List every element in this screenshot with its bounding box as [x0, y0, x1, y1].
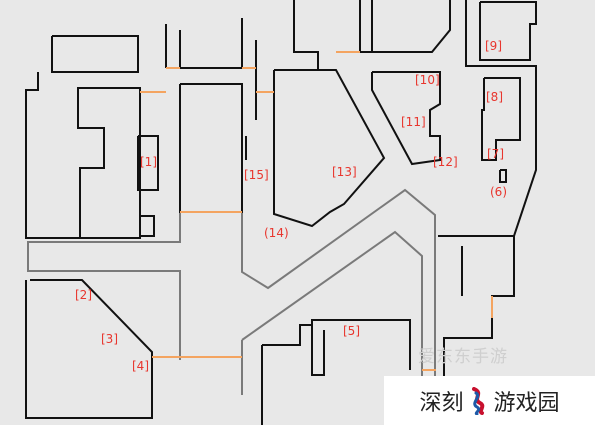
site-watermark: 深刻 游戏园 — [384, 376, 595, 425]
building-5 — [262, 319, 411, 370]
faint-watermark: 爱东东手游 — [418, 347, 508, 367]
road-network — [27, 92, 436, 395]
label-5: [5] — [343, 324, 360, 338]
label-7: [7] — [487, 147, 504, 161]
road-outer-left — [27, 210, 181, 360]
doorways — [140, 51, 493, 371]
label-12: [12] — [433, 155, 458, 169]
label-14: (14) — [264, 226, 289, 240]
building-top-left-block — [51, 35, 139, 73]
label-13: [13] — [332, 165, 357, 179]
label-2: [2] — [75, 288, 92, 302]
label-10: [10] — [415, 73, 440, 87]
building-walls — [25, 0, 537, 425]
building-1-small — [139, 215, 155, 237]
building-top-center-right — [359, 0, 373, 53]
building-top-center — [293, 0, 336, 71]
room-labels: [1] [2] [3] [4] [5] (6) [7] [8] [9] [10]… — [75, 39, 507, 373]
road-vertical-mid — [241, 92, 436, 395]
building-9 — [479, 1, 537, 61]
label-15: [15] — [244, 168, 269, 182]
label-6: (6) — [490, 185, 507, 199]
building-mid-left — [179, 83, 243, 213]
building-left-large — [25, 72, 141, 239]
road-diagonal-lower — [241, 230, 423, 395]
building-13 — [273, 69, 386, 228]
label-3: [3] — [101, 332, 118, 346]
label-9: [9] — [485, 39, 502, 53]
watermark-text-right: 游戏园 — [493, 390, 560, 416]
building-right-frame — [438, 0, 537, 237]
watermark-logo-icon — [471, 386, 484, 415]
building-8 — [481, 77, 521, 161]
building-top-right-center — [372, 0, 451, 53]
building-1 — [137, 135, 159, 191]
label-1: [1] — [140, 155, 157, 169]
building-5-inner — [311, 320, 325, 376]
building-2-3-4 — [25, 279, 153, 419]
label-8: [8] — [486, 90, 503, 104]
watermark-text-left: 深刻 — [419, 390, 464, 416]
building-10-12 — [371, 71, 441, 166]
label-11: [11] — [401, 115, 426, 129]
gate-top-mid — [179, 18, 243, 69]
label-4: [4] — [132, 359, 149, 373]
building-6-post — [499, 169, 507, 183]
